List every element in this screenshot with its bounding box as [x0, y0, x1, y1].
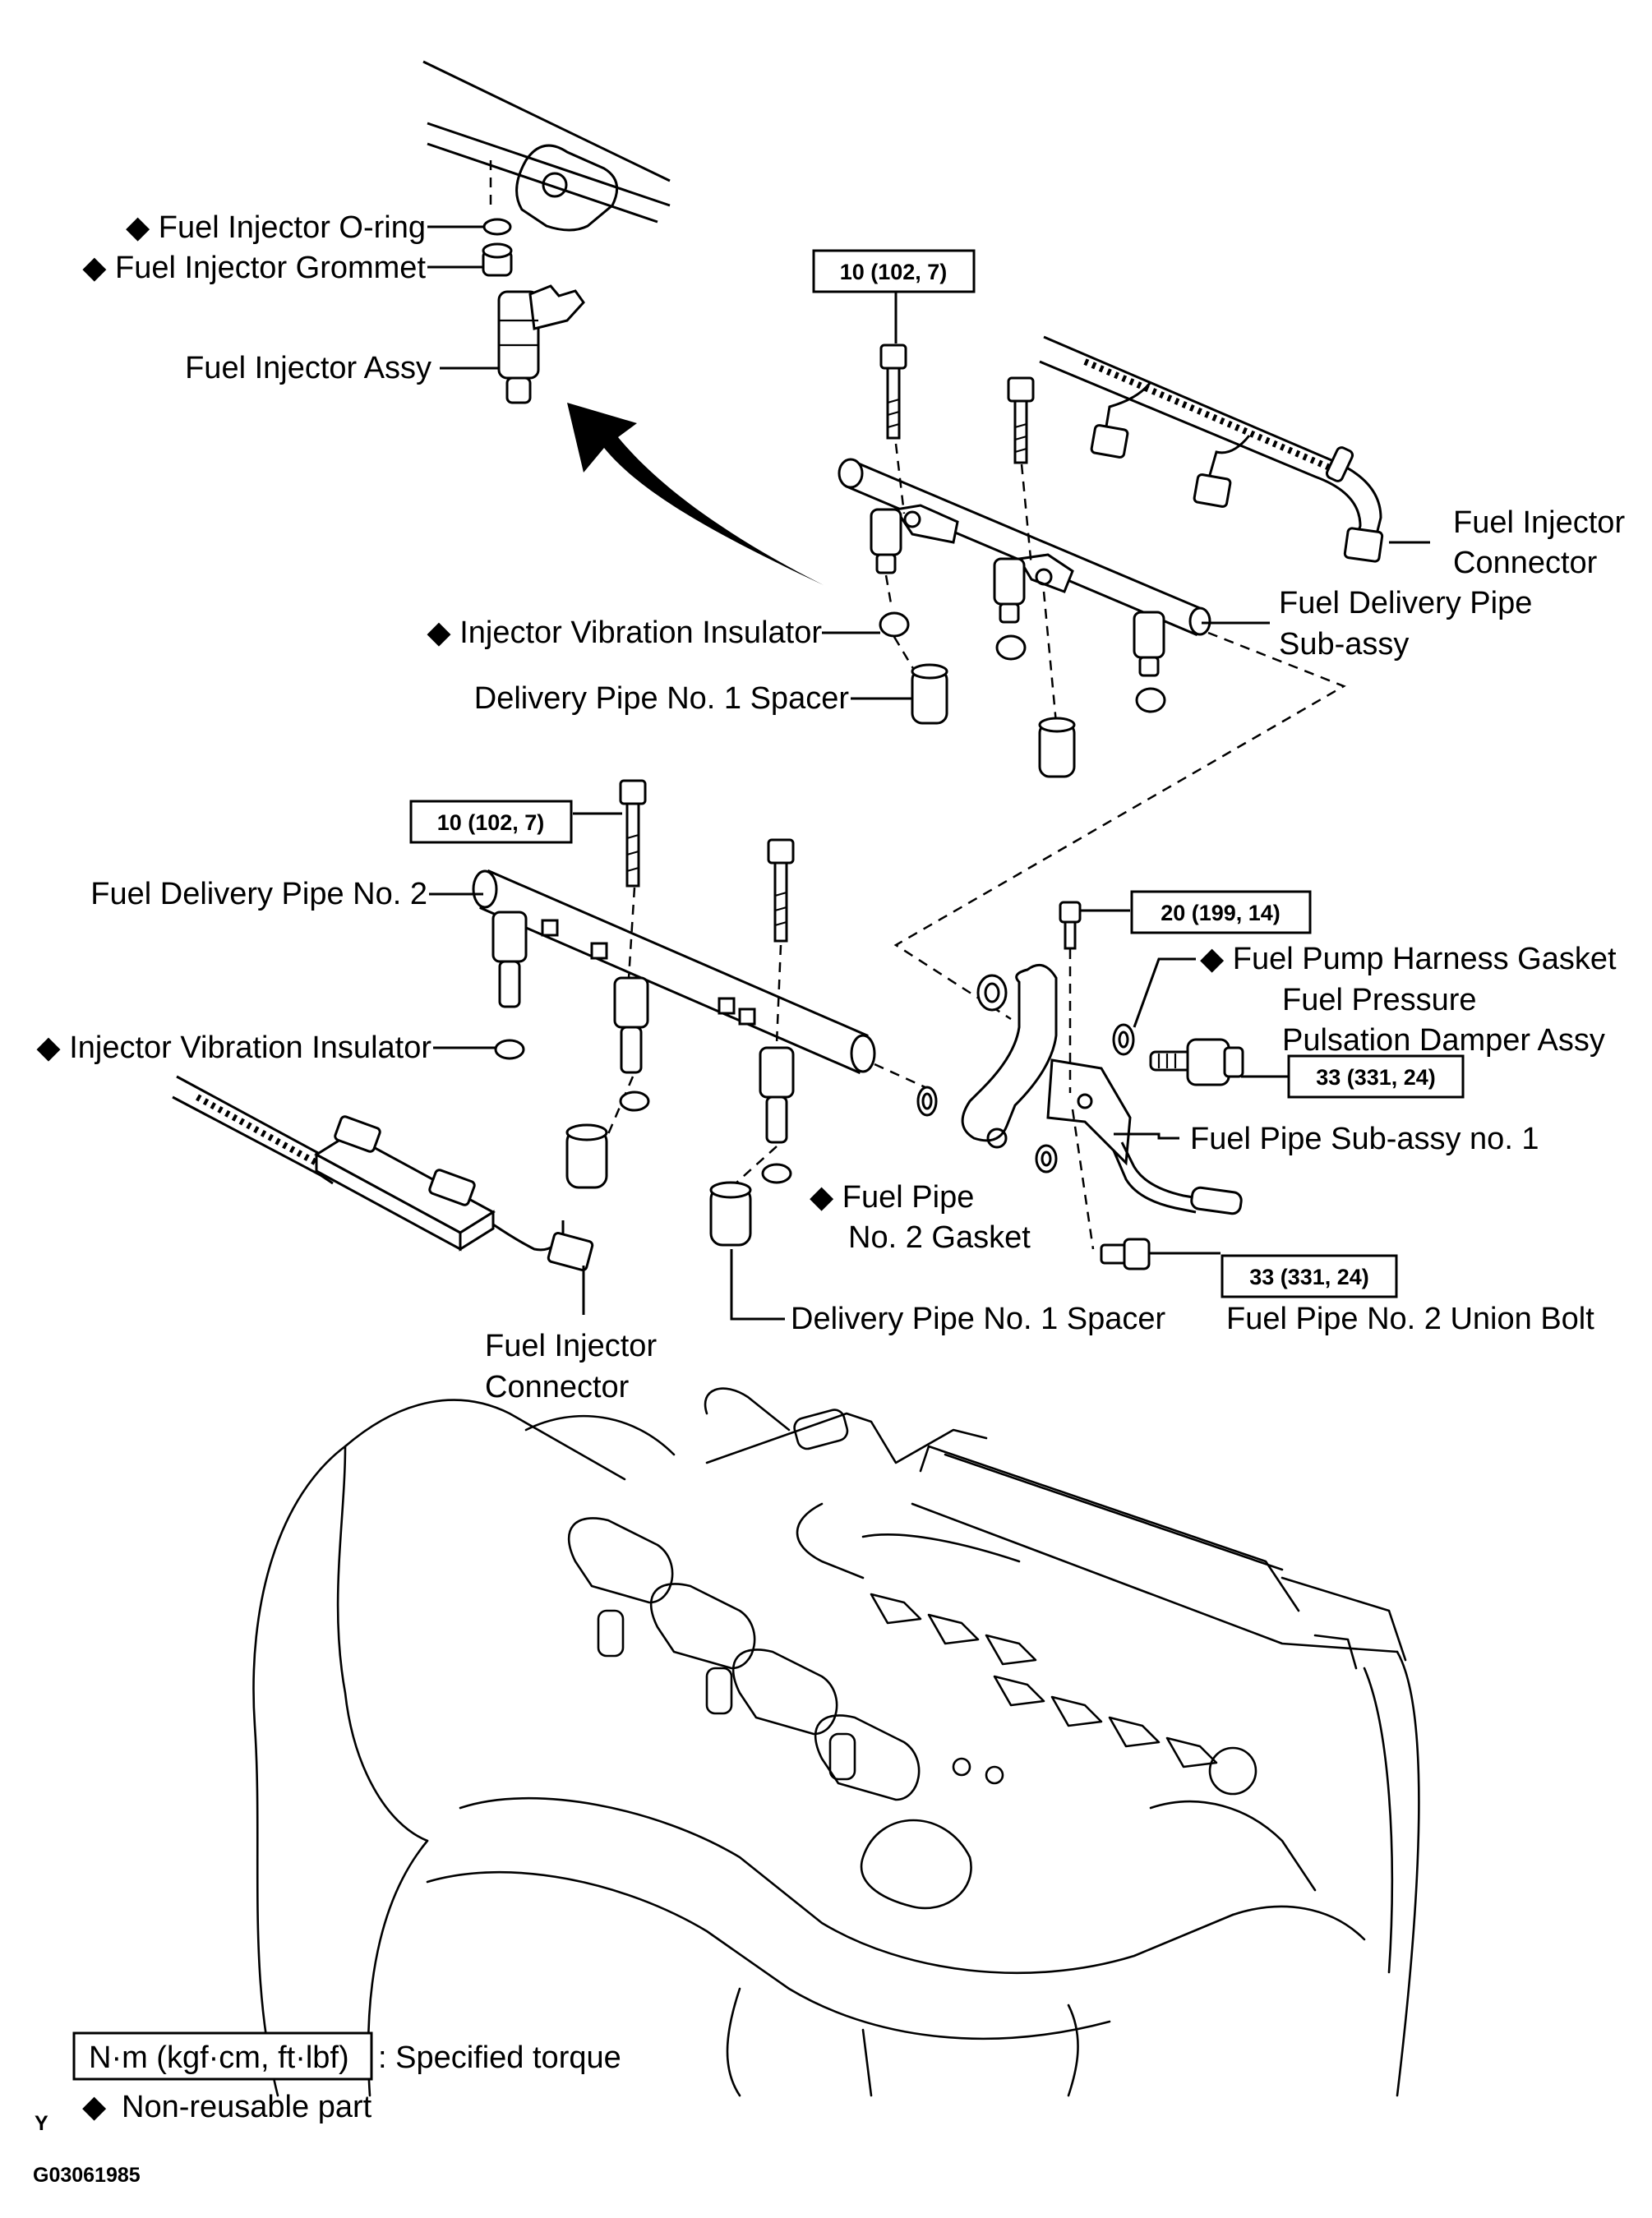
delivery-pipe-no2-bolts: [607, 779, 795, 1184]
label-injector-vibration-insulator-top: ◆ Injector Vibration Insulator: [427, 616, 822, 650]
delivery-pipe-bolts-top: [879, 344, 1035, 568]
torque-box-3: 20 (199, 14): [1130, 890, 1312, 934]
label-fuel-injector-assy: Fuel Injector Assy: [185, 351, 431, 385]
footer-mark: Y: [35, 2112, 48, 2135]
legend-torque-text: : Specified torque: [378, 2040, 621, 2075]
label-fuel-pipe-no2-gasket: ◆ Fuel Pipe: [810, 1180, 974, 1215]
top-left-callouts: ◆ Fuel Injector O-ring ◆ Fuel Injector G…: [82, 210, 431, 385]
top-right-callouts: Fuel Injector Connector Fuel Delivery Pi…: [427, 505, 1625, 716]
label-fuel-injector-connector-top-line2: Connector: [1453, 546, 1598, 580]
label-fuel-injector-grommet: ◆ Fuel Injector Grommet: [82, 251, 426, 285]
injector-wiring-harness-top: [1039, 335, 1384, 563]
label-fuel-pipe-no2-gasket-line2: No. 2 Gasket: [848, 1220, 1031, 1255]
label-delivery-pipe-spacer-top: Delivery Pipe No. 1 Spacer: [474, 681, 850, 716]
figure-id: G03061985: [33, 2164, 141, 2187]
torque-value-5: 33 (331, 24): [1249, 1265, 1369, 1289]
label-fuel-injector-connector-bottom: Fuel Injector: [485, 1329, 657, 1363]
label-fuel-injector-oring: ◆ Fuel Injector O-ring: [126, 210, 426, 245]
intake-manifold-fragment: [422, 60, 671, 232]
torque-box-1: 10 (102, 7): [812, 249, 976, 293]
label-fuel-delivery-pipe-no2: Fuel Delivery Pipe No. 2: [90, 877, 427, 911]
label-fuel-pump-harness-gasket: ◆ Fuel Pump Harness Gasket: [1200, 942, 1617, 976]
label-fuel-pipe-sub-assy-no1: Fuel Pipe Sub-assy no. 1: [1190, 1122, 1539, 1156]
torque-box-2: 10 (102, 7): [409, 800, 573, 844]
label-injector-vibration-insulator-left: ◆ Injector Vibration Insulator: [36, 1031, 431, 1065]
torque-value-3: 20 (199, 14): [1161, 901, 1281, 925]
fuel-pipe-no2-union-bolt: [1100, 1238, 1151, 1270]
fuel-pump-harness-gasket: [1112, 1023, 1135, 1056]
injector-wiring-harness-bottom: [172, 1075, 594, 1271]
fuel-delivery-pipe-sub-assy: [838, 458, 1211, 677]
label-fuel-pressure: Fuel Pressure: [1282, 983, 1477, 1017]
middle-callouts: Fuel Delivery Pipe No. 2 ◆ Injector Vibr…: [36, 877, 1617, 1404]
direction-arrow: [567, 403, 824, 585]
torque-value-2: 10 (102, 7): [437, 810, 545, 835]
legend-nonreusable-text: Non-reusable part: [122, 2090, 372, 2124]
legend: N·m (kgf·cm, ft·lbf) : Specified torque …: [72, 2031, 621, 2124]
fuel-injector-assy: [497, 284, 585, 404]
delivery-pipe-spacers-mid: [565, 1123, 752, 1247]
vibration-insulators-mid: [494, 1039, 792, 1184]
fuel-injector-grommet: [482, 242, 513, 277]
label-fuel-pipe-no2-union-bolt: Fuel Pipe No. 2 Union Bolt: [1226, 1302, 1594, 1336]
torque-value-1: 10 (102, 7): [840, 260, 948, 284]
label-pulsation-damper-assy: Pulsation Damper Assy: [1282, 1023, 1605, 1058]
label-delivery-pipe-spacer-bottom: Delivery Pipe No. 1 Spacer: [791, 1302, 1166, 1336]
torque-box-5: 33 (331, 24): [1221, 1254, 1398, 1298]
label-fuel-injector-connector-bottom-line2: Connector: [485, 1370, 630, 1404]
legend-torque-unit: N·m (kgf·cm, ft·lbf): [89, 2040, 349, 2075]
fuel-pipe-bolt-20nm: [1059, 901, 1095, 1250]
label-fuel-delivery-pipe: Fuel Delivery Pipe: [1279, 586, 1532, 620]
fuel-pressure-pulsation-damper-assy: [1149, 1038, 1244, 1086]
label-fuel-delivery-pipe-line2: Sub-assy: [1279, 627, 1409, 662]
fuel-injector-oring: [482, 218, 512, 236]
delivery-pipe-spacers-top: [911, 663, 1076, 778]
legend-diamond-icon: ◆: [82, 2090, 107, 2124]
fuel-pipe-no2-gasket: [874, 1063, 938, 1117]
torque-box-4: 33 (331, 24): [1287, 1054, 1465, 1099]
torque-value-4: 33 (331, 24): [1316, 1065, 1436, 1090]
label-fuel-injector-connector-top: Fuel Injector: [1453, 505, 1625, 540]
fuel-delivery-pipe-no2: [472, 869, 876, 1144]
footer: Y G03061985: [33, 2112, 141, 2187]
vibration-insulators-top: [879, 574, 1166, 724]
fuel-pipe-sub-assy-no1: [961, 963, 1243, 1215]
engine-outline: [252, 1387, 1420, 2097]
